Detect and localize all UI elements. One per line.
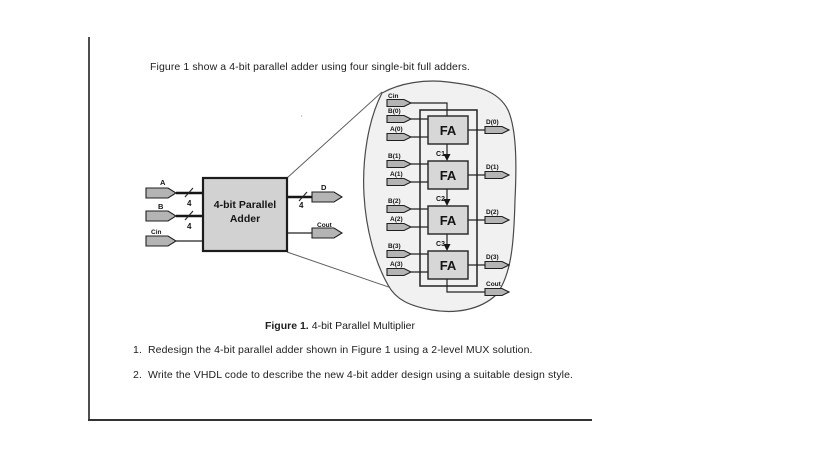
task-number-1: 1. bbox=[133, 344, 142, 356]
carry-label-3: C3 bbox=[436, 241, 445, 248]
parallel-adder-block bbox=[201, 176, 289, 253]
caption-text: 4-bit Parallel Multiplier bbox=[311, 320, 416, 332]
bus-width-b: 4 bbox=[187, 222, 192, 231]
task-item-2: 2. Write the VHDL code to describe the ne… bbox=[133, 369, 573, 381]
bus-slash-d bbox=[298, 191, 308, 202]
carry-label-1: C1 bbox=[436, 151, 445, 158]
exp-label-a1: A(1) bbox=[390, 171, 403, 178]
page-left-border bbox=[88, 37, 90, 421]
fa-block-0 bbox=[427, 115, 469, 145]
exp-label-d3: D(3) bbox=[486, 254, 499, 261]
magnifier-line-top bbox=[286, 91, 383, 179]
bus-width-a: 4 bbox=[187, 199, 192, 208]
fa-label-1: FA bbox=[440, 168, 457, 183]
exp-label-d1: D(1) bbox=[486, 164, 499, 171]
block-title-line1: 4-bit Parallel bbox=[214, 199, 277, 211]
fa-label-3: FA bbox=[440, 258, 457, 273]
exp-label-cin: Cin bbox=[388, 93, 399, 100]
label-cin: Cin bbox=[151, 229, 162, 236]
exp-label-b0: B(0) bbox=[388, 108, 401, 115]
exp-label-b3: B(3) bbox=[388, 243, 401, 250]
wire-exp-cin bbox=[411, 102, 448, 116]
bus-slash-b bbox=[184, 210, 194, 221]
input-pin-cin bbox=[145, 235, 177, 247]
fa-label-2: FA bbox=[440, 213, 457, 228]
figure-1-diagram: ' 4 4 4 4-bit Parallel Adder A B Cin D C… bbox=[145, 80, 517, 313]
task-text-1: Redesign the 4-bit parallel adder shown … bbox=[148, 344, 533, 356]
exp-label-b2: B(2) bbox=[388, 198, 401, 205]
bus-width-d: 4 bbox=[299, 201, 304, 210]
exp-pin-cout bbox=[484, 287, 510, 297]
fa-block-2 bbox=[427, 205, 469, 235]
exp-label-a3: A(3) bbox=[390, 261, 403, 268]
exp-label-d0: D(0) bbox=[486, 119, 499, 126]
exp-label-d2: D(2) bbox=[486, 209, 499, 216]
output-pin-d bbox=[311, 191, 343, 203]
label-cout: Cout bbox=[317, 222, 333, 229]
label-b: B bbox=[158, 202, 164, 211]
label-a: A bbox=[160, 178, 166, 187]
stray-mark: ' bbox=[301, 114, 303, 123]
exp-label-a2: A(2) bbox=[390, 216, 403, 223]
fa-chain-outline bbox=[419, 109, 478, 287]
task-text-2: Write the VHDL code to describe the new … bbox=[148, 369, 574, 381]
page-bottom-border bbox=[88, 419, 592, 421]
input-pin-b bbox=[145, 210, 177, 222]
magnifier-line-bottom bbox=[286, 251, 407, 294]
output-pin-cout bbox=[311, 227, 343, 239]
carry-label-2: C2 bbox=[436, 196, 445, 203]
task-number-2: 2. bbox=[133, 369, 142, 381]
caption-label: Figure 1. bbox=[264, 320, 309, 332]
fa-label-0: FA bbox=[440, 123, 457, 138]
exp-label-cout: Cout bbox=[486, 281, 502, 288]
input-pin-a bbox=[145, 187, 177, 199]
wire-exp-cout bbox=[446, 279, 485, 293]
fa-block-3 bbox=[427, 250, 469, 280]
block-title-line2: Adder bbox=[230, 213, 260, 225]
exp-label-b1: B(1) bbox=[388, 153, 401, 160]
exp-label-a0: A(0) bbox=[390, 126, 403, 133]
bus-slash-a bbox=[184, 187, 194, 198]
label-d: D bbox=[321, 183, 327, 192]
task-item-1: 1. Redesign the 4-bit parallel adder show… bbox=[133, 344, 533, 356]
fa-block-1 bbox=[427, 160, 469, 190]
intro-text: Figure 1 show a 4-bit parallel adder usi… bbox=[150, 60, 470, 73]
figure-caption: Figure 1.4-bit Parallel Multiplier bbox=[150, 320, 530, 332]
